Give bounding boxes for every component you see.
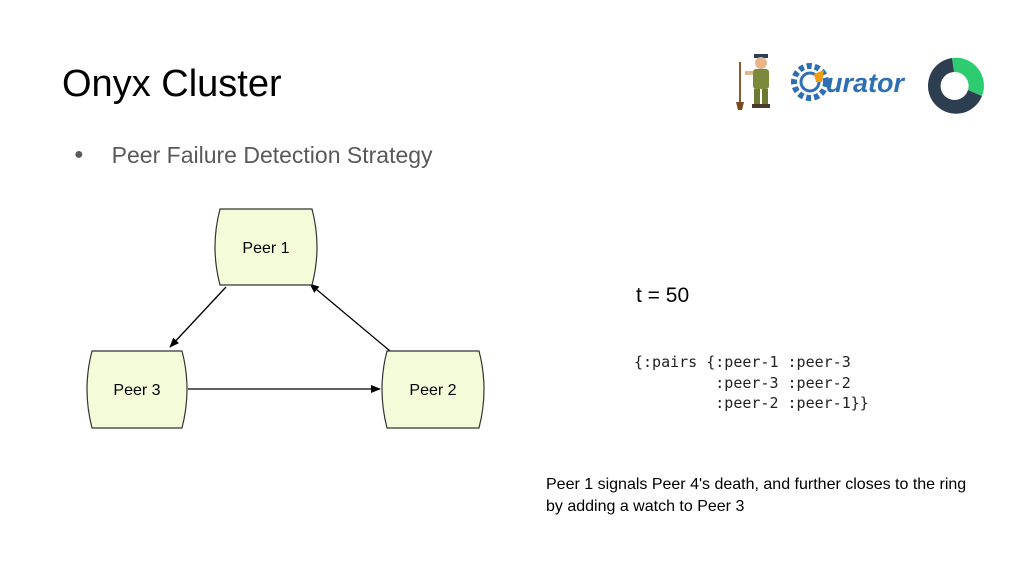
node-peer-3-label: Peer 3 — [113, 382, 160, 399]
node-peer-2-label: Peer 2 — [409, 382, 456, 399]
caption-text: Peer 1 signals Peer 4's death, and furth… — [546, 474, 1006, 518]
node-peer-3: Peer 3 — [86, 350, 188, 429]
code-line: {:pairs {:peer-1 :peer-3 — [634, 353, 851, 371]
caption-line-2: by adding a watch to Peer 3 — [546, 498, 745, 515]
node-peer-1: Peer 1 — [214, 208, 318, 286]
edge-peer2-to-peer1 — [309, 283, 391, 352]
logo-strip-svg: urator — [736, 54, 984, 114]
code-line: :peer-3 :peer-2 — [634, 373, 851, 392]
zookeeper-mascot-icon — [736, 54, 770, 110]
bullet-dot-icon: ● — [74, 146, 84, 163]
logo-strip: urator — [726, 48, 990, 118]
time-label: t = 50 — [636, 284, 690, 307]
caption-line-1: Peer 1 signals Peer 4's death, and furth… — [546, 476, 967, 493]
curator-gear-icon — [791, 63, 829, 101]
bullet-item: ● Peer Failure Detection Strategy — [74, 140, 433, 170]
pairs-code-block: {:pairs {:peer-1 :peer-3 :peer-3 :peer-2… — [634, 352, 869, 414]
node-peer-1-label: Peer 1 — [242, 240, 289, 257]
bullet-text: Peer Failure Detection Strategy — [111, 142, 433, 168]
node-peer-2: Peer 2 — [381, 350, 485, 429]
onyx-ring-logo-icon — [927, 57, 984, 114]
curator-wordmark: urator — [826, 68, 906, 98]
slide-title: Onyx Cluster — [62, 63, 282, 105]
edge-peer1-to-peer3 — [169, 286, 227, 348]
code-line: :peer-2 :peer-1}} — [634, 394, 869, 412]
